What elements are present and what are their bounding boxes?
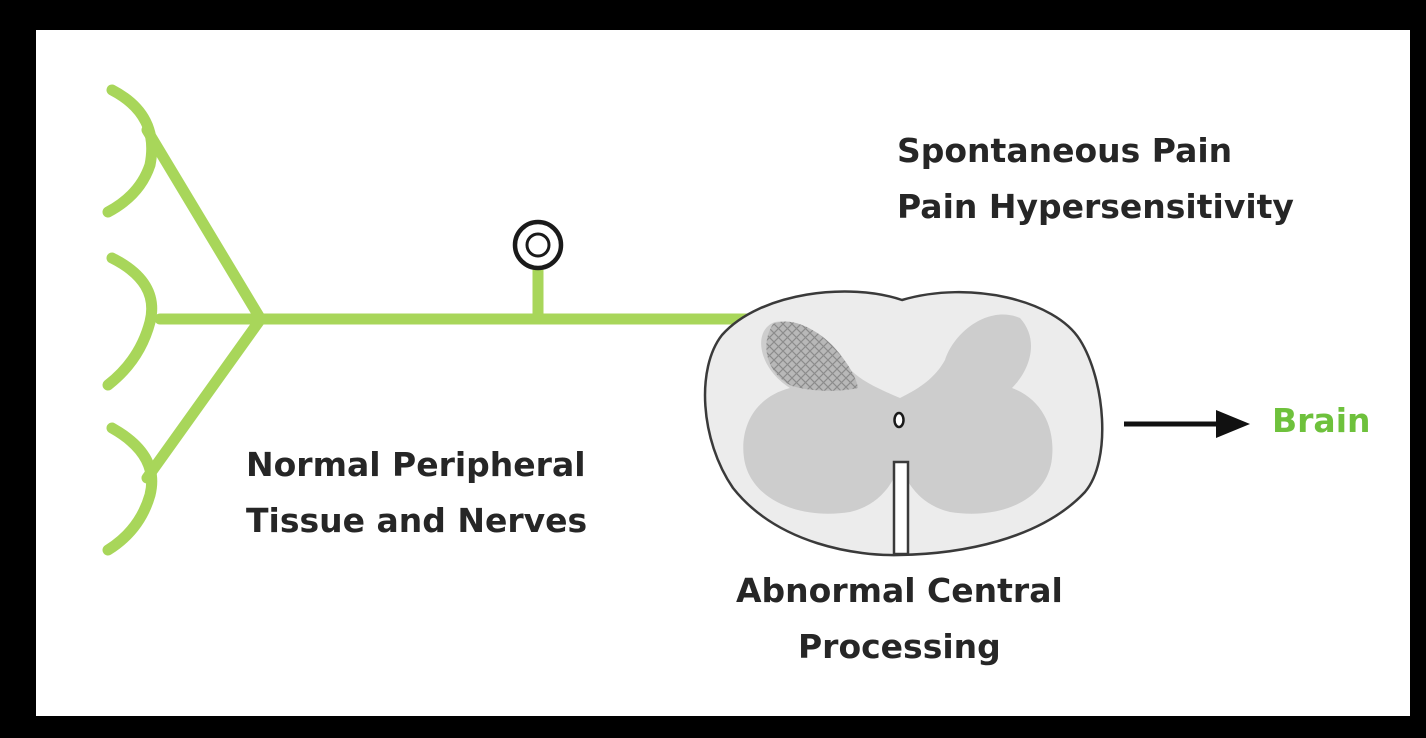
nerve-branch-bottom — [147, 320, 260, 478]
spontaneous-pain-line-1: Spontaneous Pain — [897, 123, 1294, 179]
nerve-branch-top — [147, 130, 260, 318]
normal-peripheral-line-2: Tissue and Nerves — [246, 493, 587, 549]
abnormal-central-line-1: Abnormal Central — [736, 563, 1063, 619]
central-canal — [895, 413, 904, 427]
abnormal-central-line-2: Processing — [736, 619, 1063, 675]
concentric-circle-icon — [515, 222, 561, 268]
spontaneous-pain-line-2: Pain Hypersensitivity — [897, 179, 1294, 235]
normal-peripheral-label: Normal Peripheral Tissue and Nerves — [246, 437, 587, 549]
brain-label: Brain — [1272, 393, 1371, 449]
nerve-ending-top — [108, 90, 152, 212]
anterior-fissure — [894, 462, 908, 554]
abnormal-central-label: Abnormal Central Processing — [736, 563, 1063, 675]
spinal-cord-cross-section — [705, 291, 1102, 555]
nerve-ending-middle — [108, 258, 152, 385]
nerve-ending-bottom — [108, 428, 152, 550]
spontaneous-pain-label: Spontaneous Pain Pain Hypersensitivity — [897, 123, 1294, 235]
right-arrow-icon — [1124, 410, 1250, 438]
normal-peripheral-line-1: Normal Peripheral — [246, 437, 587, 493]
